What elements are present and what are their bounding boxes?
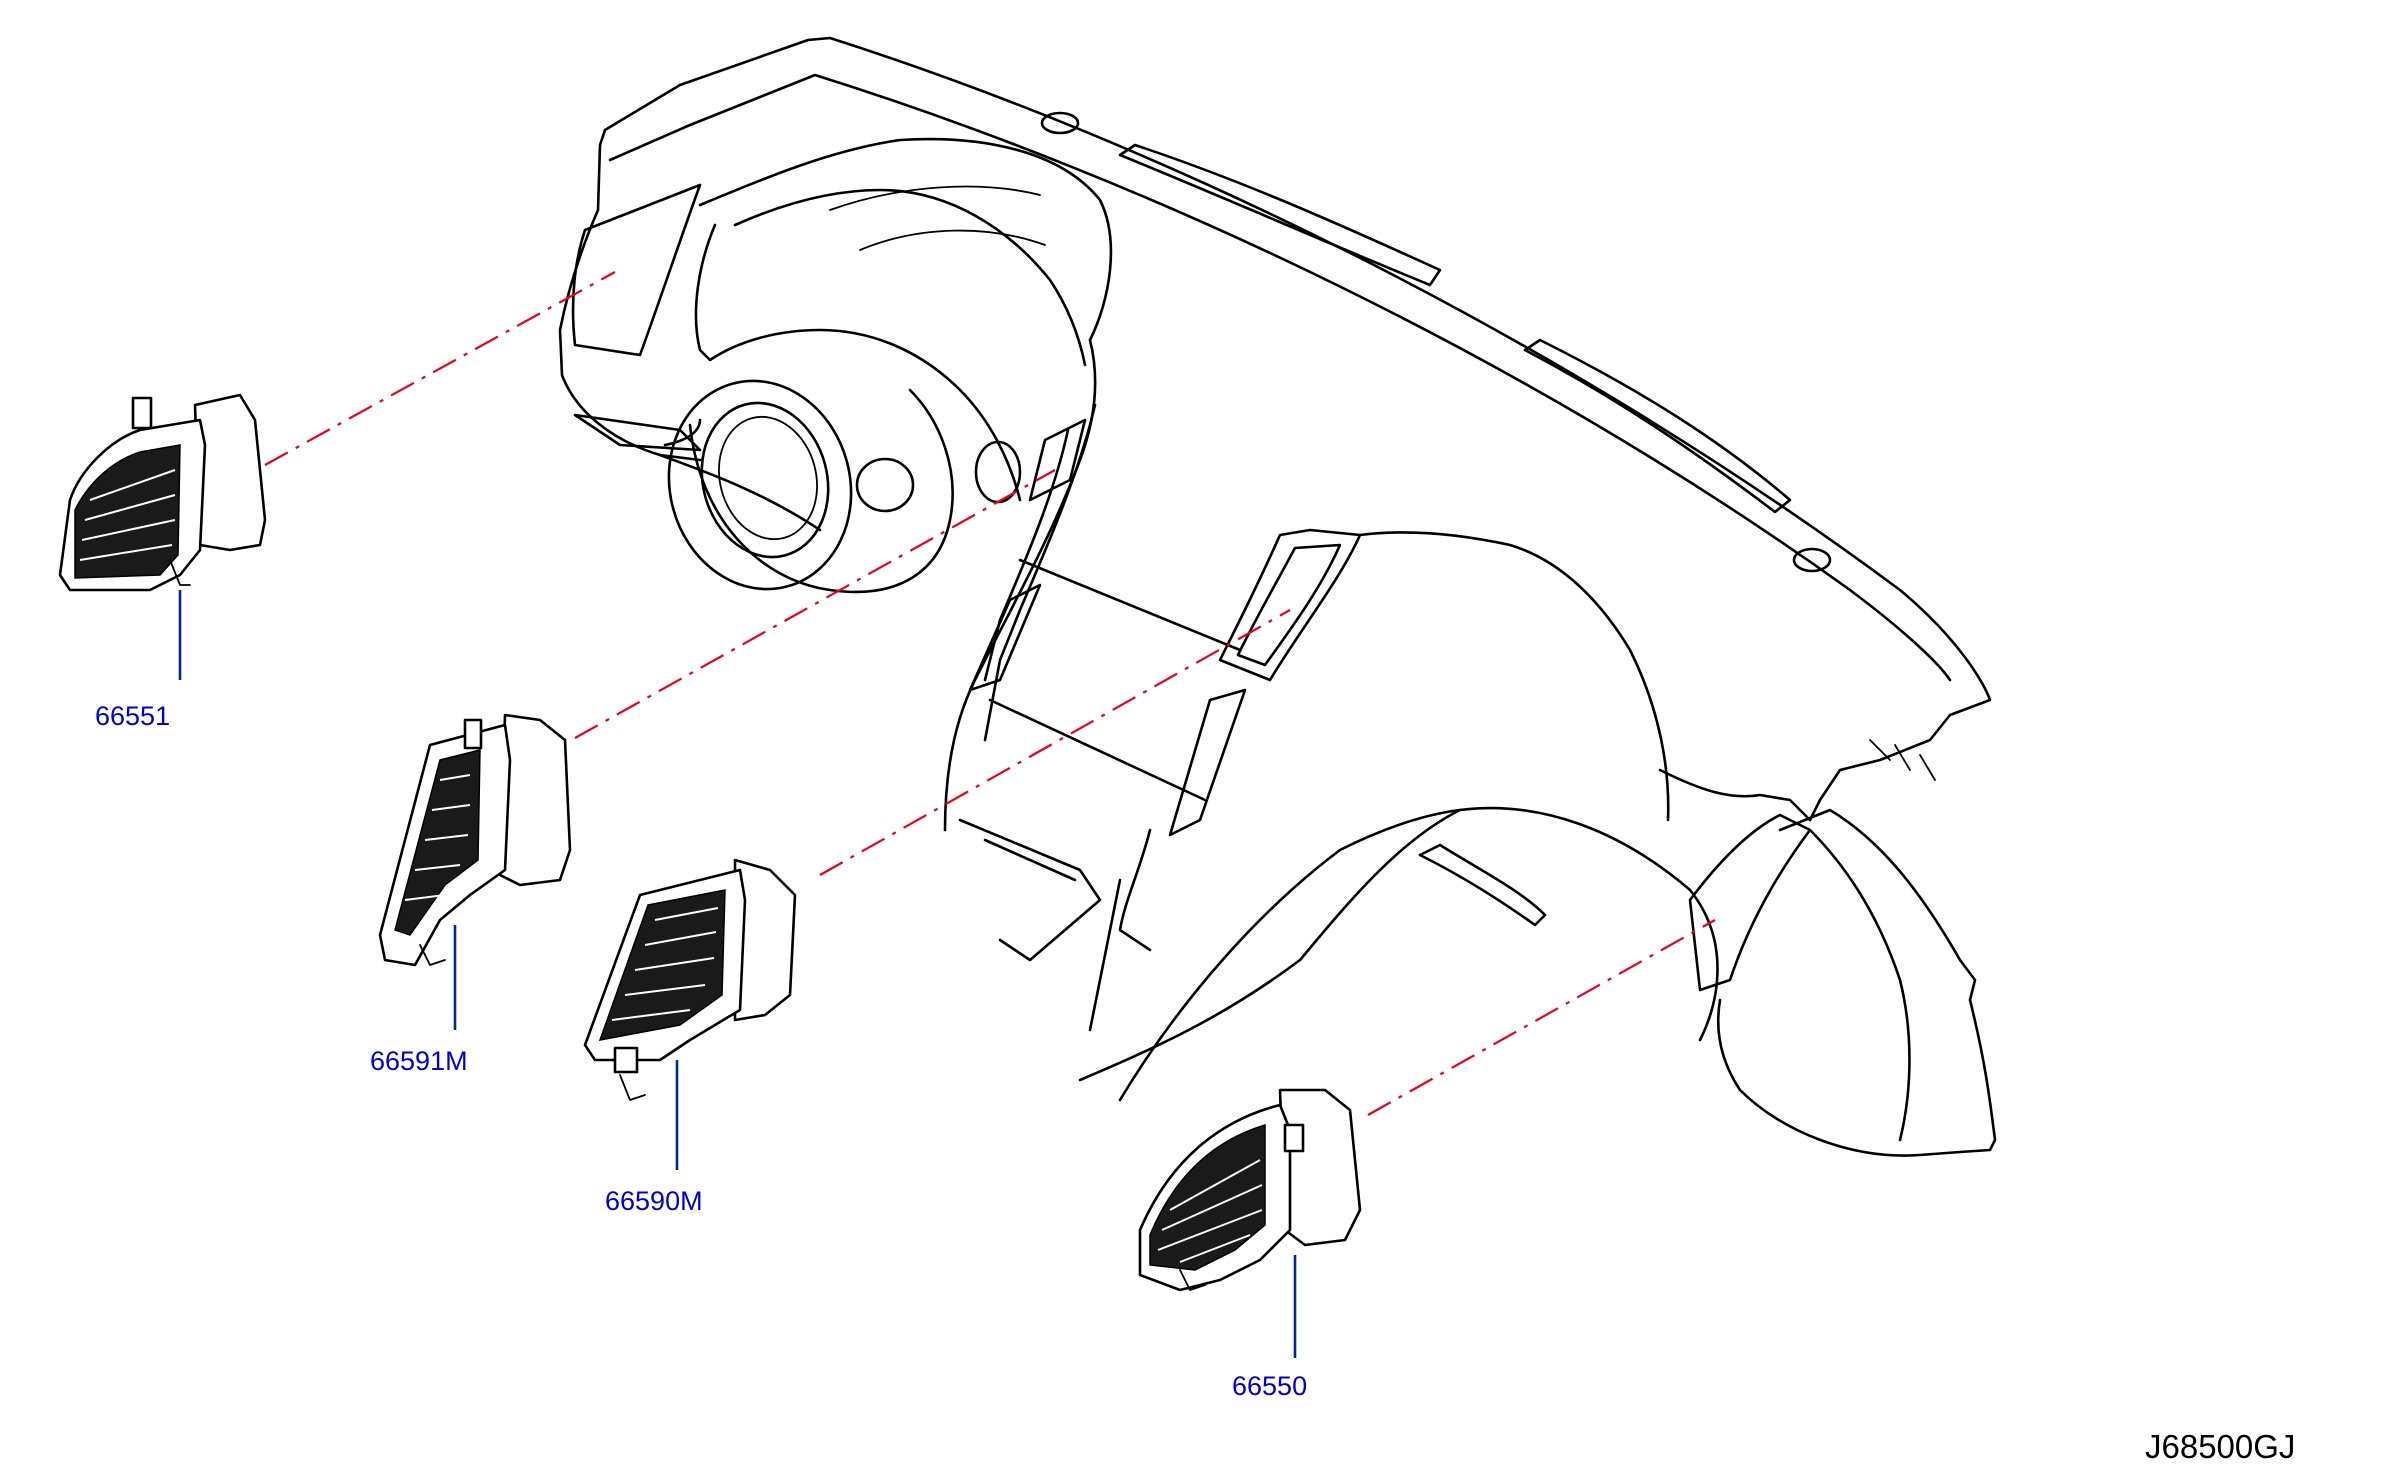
guide-line-66591M [574,469,1056,739]
dashboard-left-end [558,128,702,462]
glovebox-panel [1078,806,1719,1082]
part-number-labels: 66551 66591M 66590M 66550 J68500GJ [95,701,2295,1465]
steering-hub-inner [718,415,818,541]
console-lower-column [1088,878,1122,1032]
vent-66551-tab [169,559,191,586]
vent-66550-clip [1283,1123,1305,1153]
part-label-66591M[interactable]: 66591M [370,1046,468,1076]
knee-panel-left [658,453,822,532]
right-end-cap-inner [1808,828,1911,1142]
meter-hood-line-2 [859,229,1046,251]
vent-66590M-drawing [583,858,797,1101]
sensor-hole-right [1792,547,1832,573]
guide-line-66551 [264,271,616,466]
vent-66591M-clip [463,718,483,750]
left-vent-opening [571,183,702,357]
meter-hood-inner [733,188,1087,367]
vent-66551-drawing [58,393,267,592]
stalk-left [663,418,702,447]
center-vent-opening-outer [1218,528,1362,682]
console-lower-center [1118,828,1152,952]
vent-66591M-tab [419,944,446,966]
meter-hood [698,137,1113,342]
vent-66551-flange [193,393,267,552]
center-stack-left-edge [943,338,1097,832]
part-label-66551[interactable]: 66551 [95,701,170,731]
console-diagonal-2 [988,698,1207,802]
vent-66550-drawing [1138,1088,1362,1292]
instrument-panel-drawing [558,36,1997,1157]
center-stack-upper-opening [1028,418,1087,502]
right-end-cap-notches [1869,739,1936,781]
sensor-hole-top [1040,111,1080,135]
vent-66591M-grille [394,749,481,936]
center-vent-opening-inner [1236,543,1342,667]
steering-shroud-lower [688,388,954,594]
vent-66591M-slats [404,774,471,901]
center-stack-trim-inner [983,428,1070,682]
lower-left-vent [573,413,702,452]
dashboard-top-outline [603,36,1992,822]
meter-cluster-recess [694,223,1022,502]
vent-66550-tab [1179,1269,1206,1291]
vent-66551-clip [131,396,153,430]
vent-66550-grille [1149,1123,1266,1271]
vent-66590M-clip [613,1046,639,1074]
guide-line-66550 [1367,919,1716,1116]
vent-66591M-drawing [378,713,572,967]
glovebox-upper-line [1118,808,1462,1102]
vent-66550-slats [1157,1159,1263,1263]
guide-line-66590M [819,609,1291,876]
console-lower-left-inner [983,838,1077,882]
ignition-switch [855,457,915,513]
right-vent-opening [1688,813,1812,992]
vent-66590M-slats [611,907,719,1021]
right-end-cap [1716,808,1997,1157]
console-lower-left [958,818,1102,962]
center-stack-lower-opening [968,583,1042,692]
center-stack-trim-left [983,403,1097,742]
dash-right-lower-edge [1658,768,1812,822]
glovebox-handle-slot [1418,843,1547,927]
console-bay [1168,688,1247,837]
defroster-slot-right [1523,338,1792,514]
console-diagonal-1 [1018,558,1242,652]
steering-column-shroud [667,379,853,591]
diagram-code: J68500GJ [2145,1428,2295,1465]
vent-66590M-flange [733,858,797,1022]
vent-66550-flange [1278,1088,1362,1247]
console-right-edge [1358,531,1670,822]
vent-66551-slats [79,469,176,561]
meter-hood-line-1 [829,185,1041,211]
part-label-66550[interactable]: 66550 [1232,1371,1307,1401]
steering-hub-outer [700,401,830,559]
part-leader-lines [178,590,1297,1358]
part-label-66590M[interactable]: 66590M [605,1186,703,1216]
dashboard-top-rim [608,73,1952,682]
defroster-slot-center [1118,143,1442,287]
installation-guide-lines [264,271,1716,1116]
vent-66591M-flange [498,713,572,887]
vent-66590M-tab [619,1074,646,1101]
